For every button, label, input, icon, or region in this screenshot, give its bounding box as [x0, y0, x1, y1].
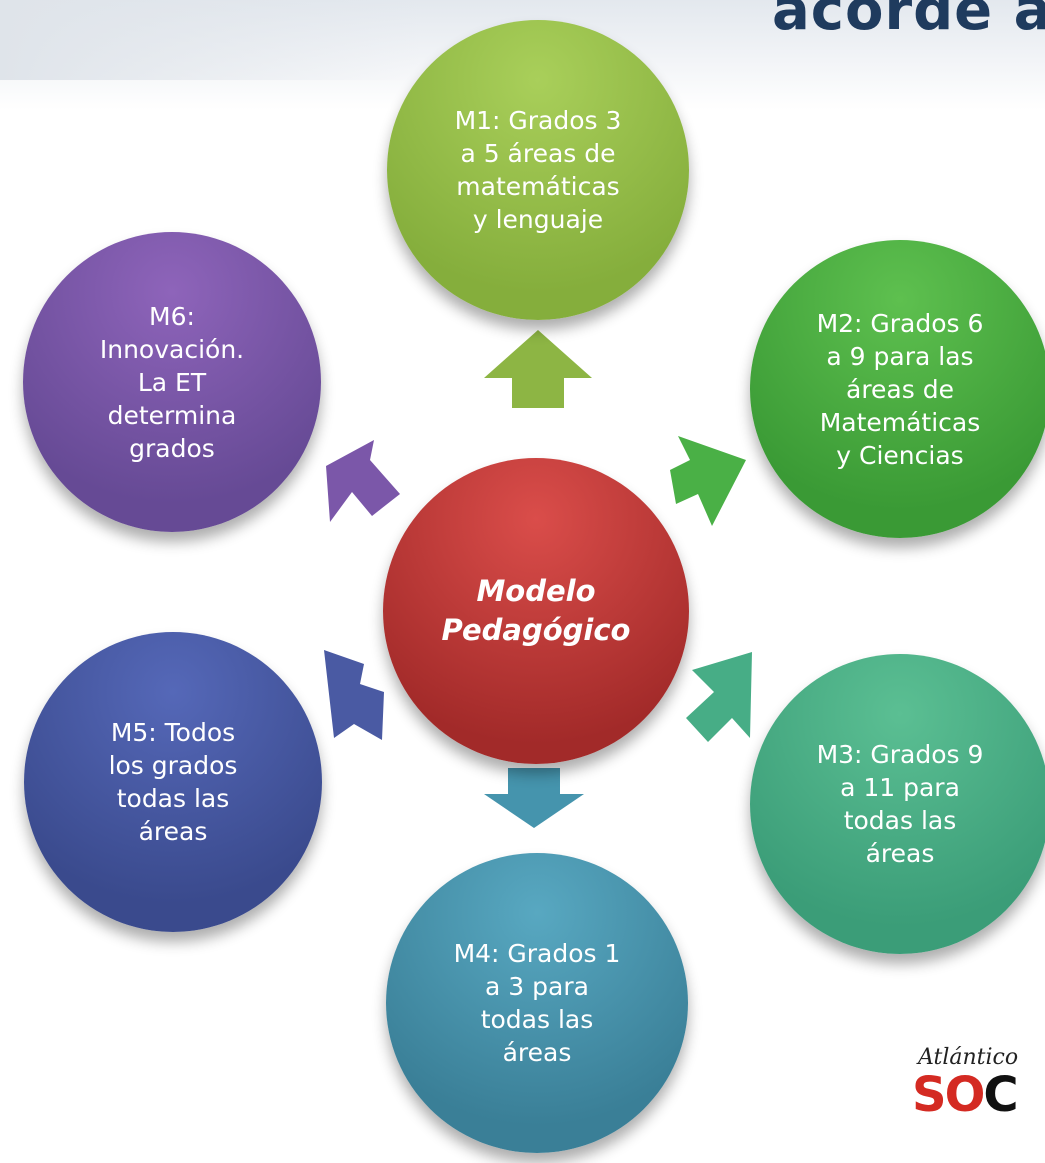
header-shade: [0, 0, 420, 80]
arrow-up: [484, 330, 592, 408]
center-node: Modelo Pedagógico: [383, 458, 689, 764]
logo-top-text: Atlántico: [918, 1045, 1019, 1070]
center-node-label: Modelo Pedagógico: [441, 573, 631, 647]
node-m6-label: M6: Innovación. La ET determina grados: [99, 301, 245, 463]
node-m5-label: M5: Todos los grados todas las áreas: [108, 718, 238, 846]
node-m1: M1: Grados 3 a 5 áreas de matemáticas y …: [387, 20, 689, 320]
node-m2-label: M2: Grados 6 a 9 para las áreas de Matem…: [816, 308, 984, 470]
logo-bottom-text: SOC: [912, 1067, 1019, 1123]
node-m1-label: M1: Grados 3 a 5 áreas de matemáticas y …: [454, 106, 622, 234]
arrow-up-right: [670, 436, 746, 526]
arrow-down-left: [324, 650, 384, 740]
node-m2: M2: Grados 6 a 9 para las áreas de Matem…: [750, 240, 1045, 538]
node-m3-label: M3: Grados 9 a 11 para todas las áreas: [816, 740, 984, 868]
node-m3: M3: Grados 9 a 11 para todas las áreas: [750, 654, 1045, 954]
arrow-down-right: [686, 652, 752, 742]
arrow-up-left: [326, 440, 400, 522]
node-m4: M4: Grados 1 a 3 para todas las áreas: [386, 853, 688, 1153]
node-m6: M6: Innovación. La ET determina grados: [23, 232, 321, 532]
node-m4-label: M4: Grados 1 a 3 para todas las áreas: [453, 939, 621, 1067]
slide-title: acorde a: [772, 0, 1045, 43]
atlantico-logo: Atlántico SOC: [912, 1045, 1045, 1155]
arrow-down: [484, 768, 584, 828]
node-m5: M5: Todos los grados todas las áreas: [24, 632, 322, 932]
